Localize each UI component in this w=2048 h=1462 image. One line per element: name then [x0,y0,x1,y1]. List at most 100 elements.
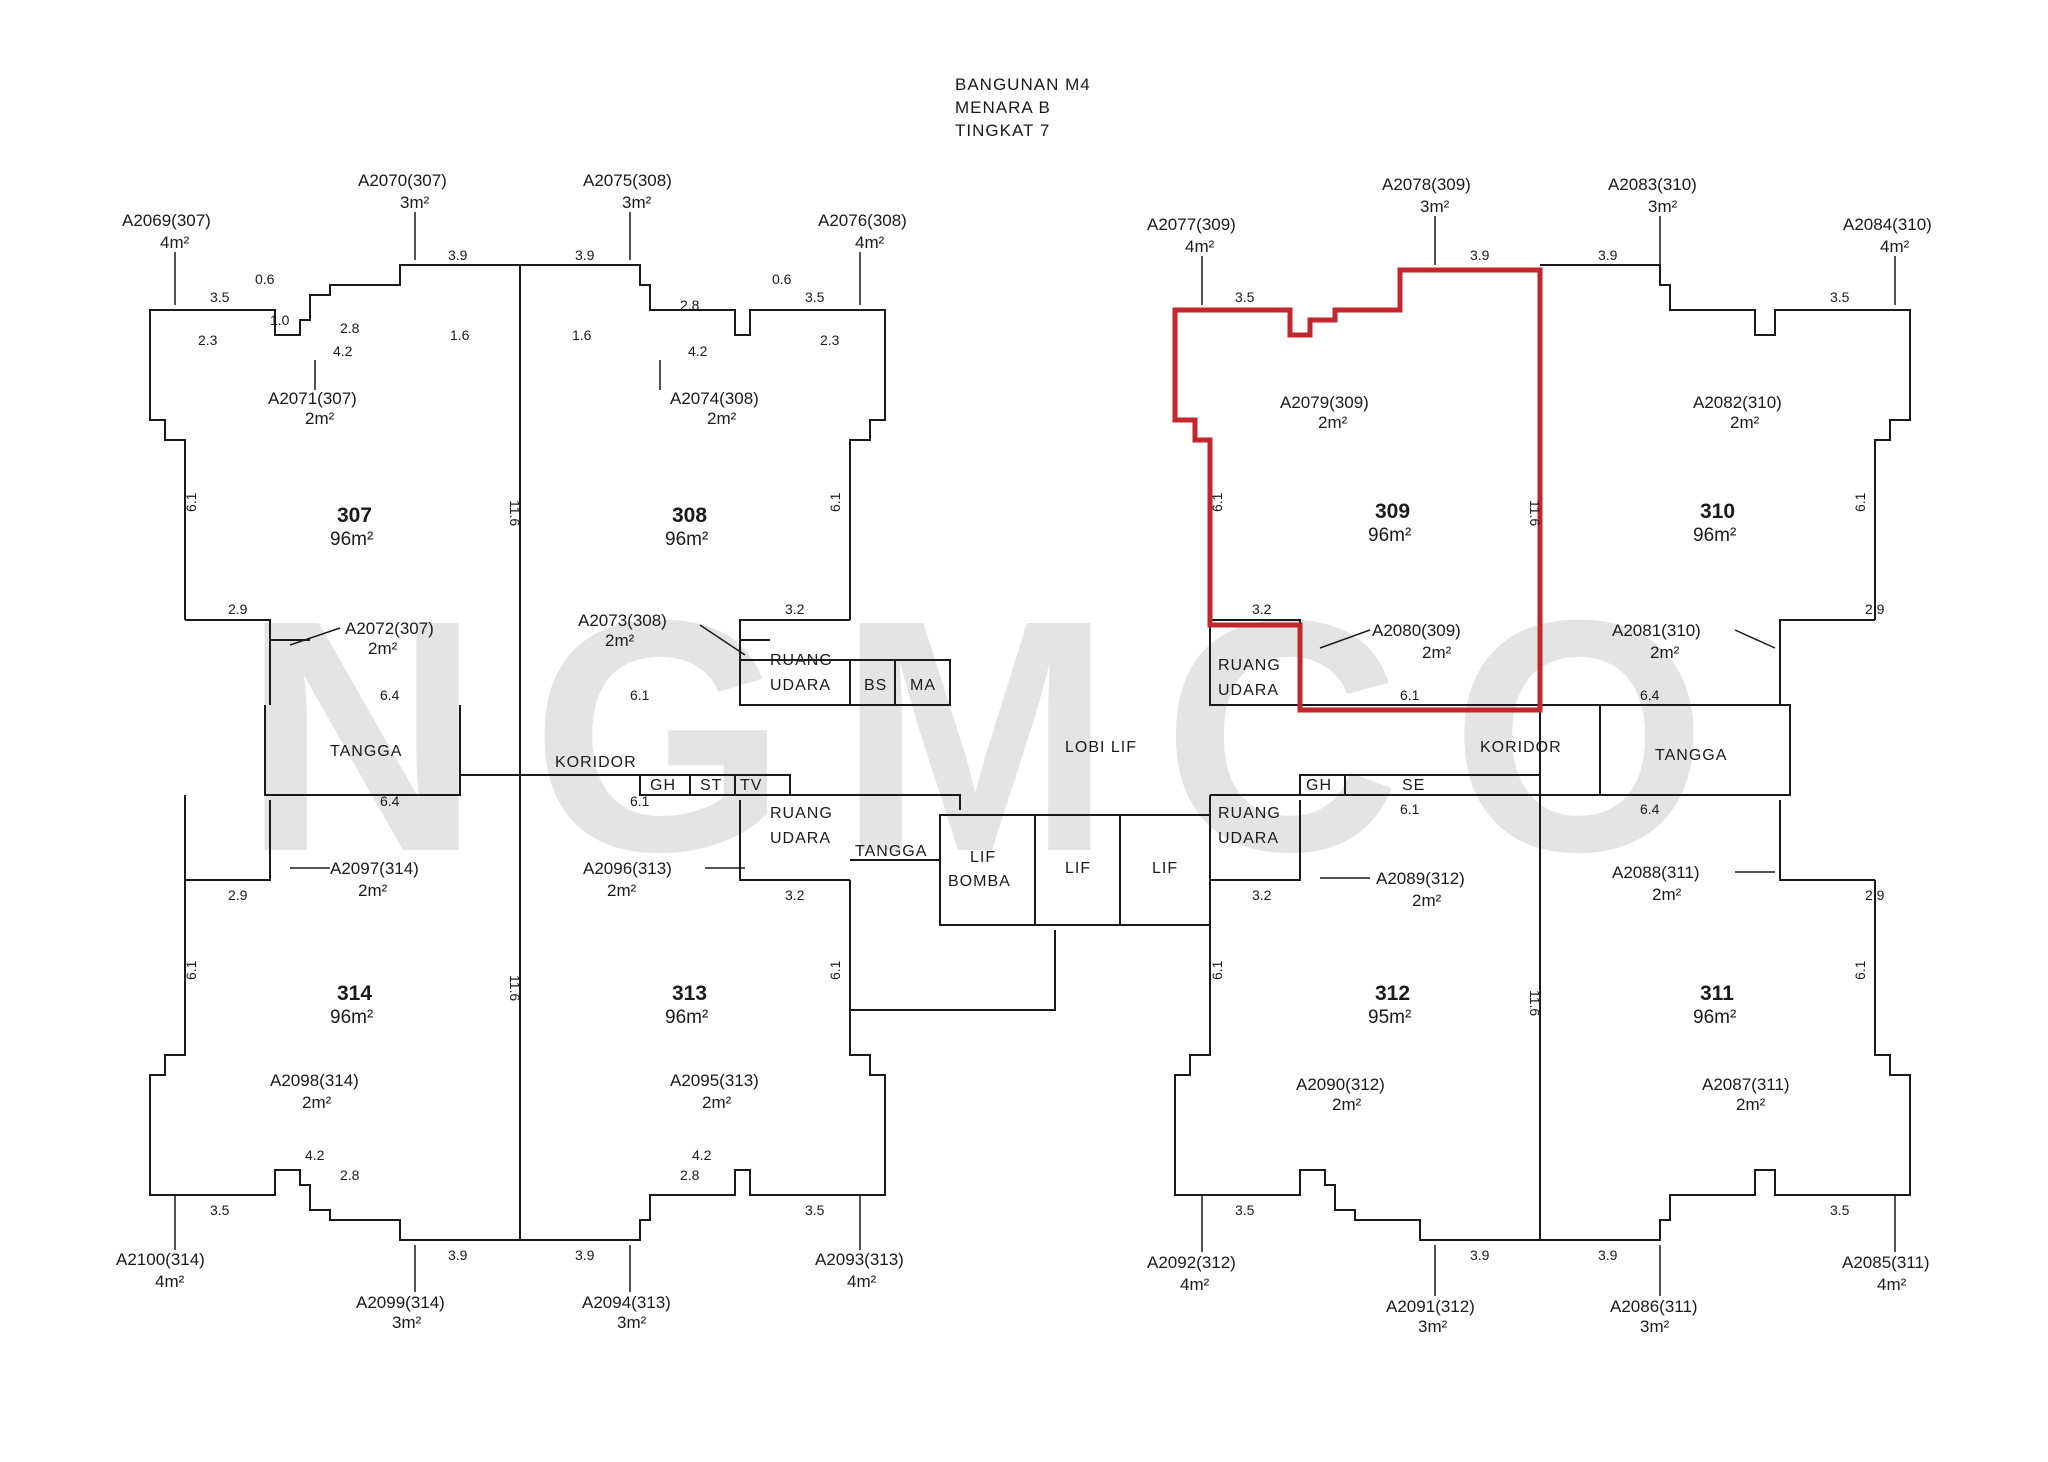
dim: 2.3 [820,332,840,348]
acc-a2076-area: 4m² [855,233,885,252]
unit-308-area: 96m² [665,529,708,550]
dim: 3.2 [785,601,805,617]
dim: 3.5 [1235,1202,1255,1218]
acc-a2073: A2073(308) [578,611,667,630]
dim: 1.0 [270,312,290,328]
acc-a2069-area: 4m² [160,233,190,252]
acc-a2088-area: 2m² [1652,885,1682,904]
udara-left-bottom: UDARA [770,830,831,847]
acc-a2096: A2096(313) [583,859,672,878]
ruang-left-top: RUANG [770,652,833,669]
acc-a2075: A2075(308) [583,171,672,190]
dim: 2.3 [198,332,218,348]
dim: 6.1 [1400,801,1420,817]
dim: 3.2 [785,887,805,903]
unit-312-outline [1174,795,1540,1241]
acc-a2097-area: 2m² [358,881,388,900]
acc-a2078: A2078(309) [1382,175,1471,194]
acc-a2087: A2087(311) [1702,1075,1790,1094]
unit-311-area: 96m² [1693,1007,1736,1028]
acc-a2077: A2077(309) [1147,215,1236,234]
dim: 2.8 [340,1167,360,1183]
acc-a2079-area: 2m² [1318,413,1348,432]
dim: 3.9 [575,247,595,263]
st-label: ST [700,777,722,794]
acc-a2086-area: 3m² [1640,1317,1670,1336]
acc-a2091-area: 3m² [1418,1317,1448,1336]
gh-left: GH [650,777,676,794]
acc-a2095-area: 2m² [702,1093,732,1112]
unit-309-highlight [1172,267,1543,713]
bomba-label: BOMBA [948,873,1011,890]
unit-308-id: 308 [672,504,707,527]
dim: 2.8 [680,1167,700,1183]
udara-left-top: UDARA [770,677,831,694]
unit-312-id: 312 [1375,982,1410,1005]
acc-a2090: A2090(312) [1296,1075,1385,1094]
accessory-labels: A2069(307) 4m² A2070(307) 3m² A2071(307)… [116,171,1932,1336]
acc-a2072-area: 2m² [368,639,398,658]
koridor-right: KORIDOR [1480,739,1562,756]
acc-a2089-area: 2m² [1412,891,1442,910]
dim: 1.6 [450,327,470,343]
acc-a2099-area: 3m² [392,1313,422,1332]
unit-314-outline [149,795,521,1241]
dim: 2.9 [228,601,248,617]
tangga-left: TANGGA [330,743,402,760]
dimensions: 3.5 0.6 2.3 1.0 2.8 4.2 3.9 1.6 3.9 1.6 … [183,247,1885,1263]
leader-arrows [174,212,1896,1296]
unit-308-outline [520,264,886,620]
bs-label: BS [864,677,887,694]
acc-a2073-area: 2m² [605,631,635,650]
dim: 3.9 [448,1247,468,1263]
dim: 6.4 [380,793,400,809]
acc-a2096-area: 2m² [607,881,637,900]
acc-a2075-area: 3m² [622,193,652,212]
dim: 6.1 [1209,960,1225,980]
unit-314-area: 96m² [330,1007,373,1028]
udara-right-top: UDARA [1218,682,1279,699]
unit-311-id: 311 [1700,982,1734,1005]
unit-labels: 307 96m² 308 96m² 309 96m² 310 96m² 314 … [330,500,1736,1028]
acc-a2070: A2070(307) [358,171,447,190]
title-line-3: TINGKAT 7 [955,121,1050,140]
dim: 2.9 [1865,887,1885,903]
acc-a2081: A2081(310) [1612,621,1701,640]
dim: 4.2 [305,1147,325,1163]
acc-a2074-area: 2m² [707,409,737,428]
ma-label: MA [910,677,936,694]
dim: 6.1 [1400,687,1420,703]
acc-a2082: A2082(310) [1693,393,1782,412]
dim: 0.6 [255,271,275,287]
acc-a2095: A2095(313) [670,1071,759,1090]
dim: 6.4 [380,687,400,703]
unit-310-id: 310 [1700,500,1735,523]
unit-313-area: 96m² [665,1007,708,1028]
acc-a2080: A2080(309) [1372,621,1461,640]
dim: 3.5 [1830,1202,1850,1218]
unit-310-area: 96m² [1693,525,1736,546]
acc-a2076: A2076(308) [818,211,907,230]
acc-a2091: A2091(312) [1386,1297,1475,1316]
acc-a2084: A2084(310) [1843,215,1932,234]
koridor-left: KORIDOR [555,754,637,771]
acc-a2078-area: 3m² [1420,197,1450,216]
tangga-right: TANGGA [1655,747,1727,764]
unit-307-id: 307 [337,504,372,527]
left-wing [149,264,1211,1241]
unit-311-outline [1540,880,1911,1241]
dim: 3.9 [1470,1247,1490,1263]
dim: 3.2 [1252,887,1272,903]
dim: 11.6 [507,500,523,526]
dim: 3.5 [1235,289,1255,305]
dim: 4.2 [688,343,708,359]
acc-a2084-area: 4m² [1880,237,1910,256]
se-label: SE [1402,777,1425,794]
unit-307-area: 96m² [330,529,373,550]
dim: 3.5 [210,289,230,305]
right-wing [1172,264,1911,1241]
udara-right-bottom: UDARA [1218,830,1279,847]
watermark: NGMCO [243,551,1758,920]
dim: 6.1 [1209,492,1225,512]
title-line-2: MENARA B [955,98,1051,117]
